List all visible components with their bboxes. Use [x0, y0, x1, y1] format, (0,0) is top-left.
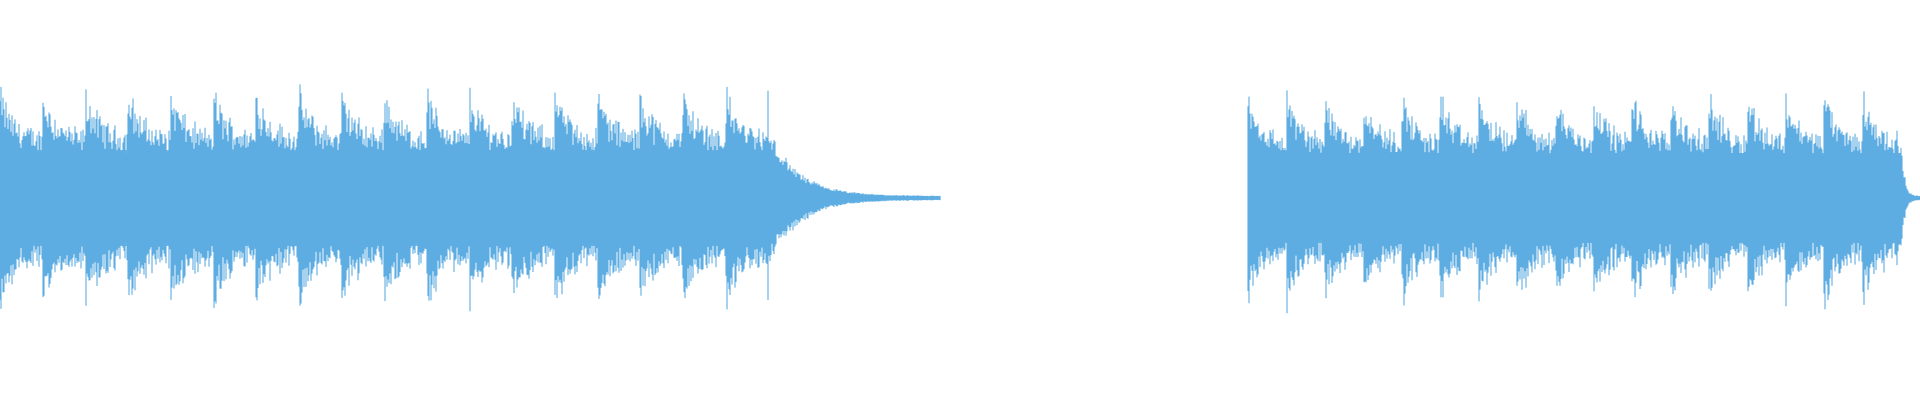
- waveform-segment-2: [1247, 90, 1920, 314]
- waveform-trace: [0, 84, 941, 312]
- waveform-segment-1: [0, 84, 941, 312]
- waveform-trace: [1247, 90, 1920, 314]
